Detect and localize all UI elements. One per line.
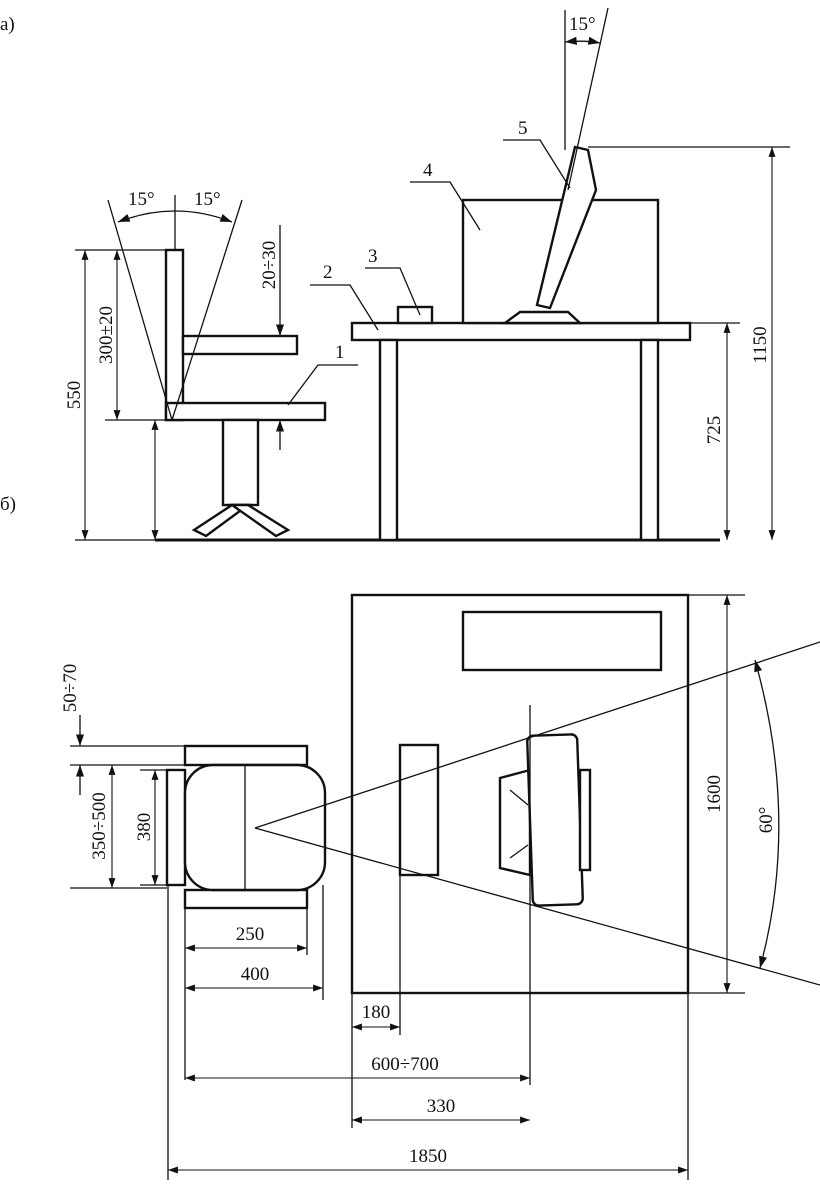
armrest-bottom-plan (183, 888, 309, 910)
dim-seat-width: 380 (134, 813, 155, 842)
dim-desk-height: 725 (704, 416, 725, 445)
dim-desk-width: 1600 (704, 775, 725, 813)
desk-leg-right (639, 338, 660, 542)
monitor-5 (535, 145, 598, 310)
view-angle-label: 60° (756, 807, 777, 834)
plan-view: 60° 1600 50÷70 350÷500 380 250 400 180 6… (60, 593, 820, 1180)
armrest-top-plan (183, 744, 309, 767)
dim-monitor-offset: 330 (427, 1096, 456, 1117)
dim-seat-width-range: 350÷500 (89, 792, 110, 859)
desk-top (350, 321, 692, 342)
dim-monitor-top: 1150 (750, 326, 771, 363)
dim-total-length: 1850 (409, 1146, 447, 1167)
desk-side (350, 145, 692, 542)
dim-eye-distance: 600÷700 (371, 1054, 438, 1075)
monitor-stand-plan (498, 768, 532, 877)
dim-armrest-len: 250 (236, 924, 265, 945)
dim-seat-depth: 400 (241, 964, 270, 985)
monitor-back-plan (578, 768, 592, 872)
part-label-2: 2 (323, 262, 333, 283)
monitor-plan (526, 733, 584, 907)
angle-monitor-label: 15° (569, 14, 596, 35)
angle-back-right-label: 15° (194, 189, 221, 210)
chair-seat (164, 401, 327, 422)
chair-column (221, 418, 260, 507)
keyboard-plan (398, 743, 440, 877)
panel-label-a: а) (0, 14, 15, 35)
dim-armrest-gap: 20÷30 (259, 241, 280, 289)
angle-back-left-label: 15° (128, 189, 155, 210)
dim-seat-floor: 550 (64, 381, 85, 410)
dim-armrest-offset: 50÷70 (60, 664, 81, 712)
item-3 (396, 305, 434, 325)
backrest-plan (165, 768, 187, 887)
part-label-4: 4 (423, 160, 433, 181)
chair-leg-right (228, 503, 291, 538)
dim-back-height: 300±20 (96, 306, 117, 364)
monitor-stand (501, 310, 584, 325)
part-label-3: 3 (368, 246, 378, 267)
desk-leg-left (378, 338, 399, 542)
dim-keyboard-offset: 180 (362, 1002, 391, 1023)
chair-side (164, 248, 327, 538)
part-label-1: 1 (335, 342, 345, 363)
side-view: 15° 15° 1 2 3 4 5 15° 550 (64, 7, 790, 542)
part-label-5: 5 (518, 118, 528, 139)
system-unit-plan (461, 610, 663, 672)
panel-label-b: б) (0, 494, 16, 515)
chair-armrest (181, 334, 299, 356)
